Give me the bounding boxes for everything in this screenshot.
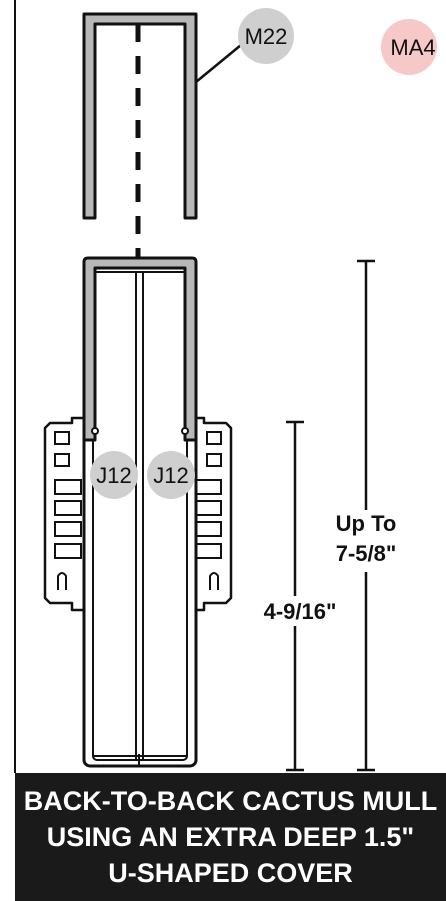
badge-j12-right-label: J12	[153, 463, 188, 488]
caption-line-3: U-SHAPED COVER	[108, 858, 353, 888]
u-cover-assembled	[82, 256, 198, 442]
dim-outer-label-line1: Up To	[336, 511, 397, 536]
right-clip	[190, 416, 233, 612]
badge-ma4: MA4	[381, 19, 437, 75]
dim-outer-label-bg	[328, 510, 406, 572]
caption-line-1: BACK-TO-BACK CACTUS MULL	[23, 786, 438, 816]
badge-m22: M22	[238, 8, 294, 64]
left-clip	[43, 416, 86, 612]
badge-j12-left-label: J12	[96, 463, 131, 488]
caption-line-2: USING AN EXTRA DEEP 1.5"	[46, 822, 415, 852]
dim-inner-label-bg	[258, 596, 342, 626]
dim-outer-label-line2: 7-5/8"	[336, 541, 397, 566]
u-cover-top	[82, 12, 198, 220]
m22-leader-line	[195, 44, 242, 83]
mull-body	[82, 266, 198, 768]
badge-j12-right: J12	[147, 451, 195, 499]
dim-inner-label: 4-9/16"	[264, 599, 337, 624]
badge-ma4-label: MA4	[390, 35, 435, 60]
badge-m22-label: M22	[245, 24, 288, 49]
badge-j12-left: J12	[90, 451, 138, 499]
caption-banner: BACK-TO-BACK CACTUS MULL USING AN EXTRA …	[15, 773, 446, 901]
